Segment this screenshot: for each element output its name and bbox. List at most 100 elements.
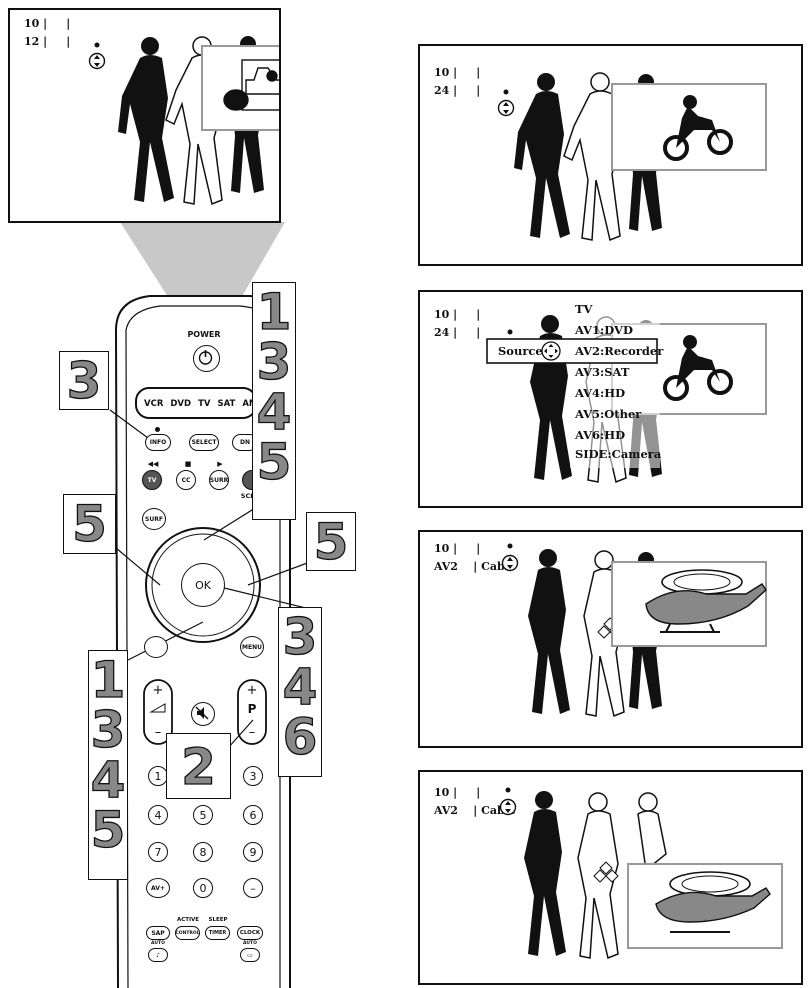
- digit-9[interactable]: 9: [243, 842, 263, 862]
- auto-label-1: AUTO: [151, 941, 165, 946]
- navigation-icon: [88, 36, 279, 206]
- tv-button[interactable]: TV: [142, 470, 162, 490]
- step-number: 1: [90, 651, 126, 709]
- step-number: 6: [282, 708, 318, 766]
- dash-button[interactable]: –: [243, 878, 263, 898]
- mute-button[interactable]: [191, 702, 215, 726]
- source-item-side[interactable]: SIDE:Camera: [575, 447, 662, 461]
- osd-line-1: 10 | |: [434, 786, 481, 799]
- power-button[interactable]: [193, 345, 220, 372]
- mute-icon: [195, 706, 209, 720]
- osd-line-2: 24 | |: [434, 84, 481, 97]
- power-label: POWER: [187, 330, 221, 339]
- volume-down[interactable]: –: [154, 725, 162, 740]
- step-number: 5: [90, 801, 126, 859]
- volume-up[interactable]: +: [152, 683, 164, 698]
- tv-key[interactable]: TV: [198, 399, 211, 409]
- digit-5[interactable]: 5: [193, 805, 213, 825]
- osd-line-2: 12 | |: [24, 35, 71, 48]
- auto-label-2: AUTO: [243, 941, 257, 946]
- osd-line-1: 10 | |: [434, 66, 481, 79]
- digit-0[interactable]: 0: [193, 878, 213, 898]
- step-info: 3: [59, 351, 109, 410]
- step-number: 1: [256, 283, 292, 341]
- info-button[interactable]: INFO: [145, 434, 171, 451]
- helicopter-scene-corner: [499, 787, 783, 960]
- sleep-timer-button[interactable]: TIMER: [205, 926, 230, 940]
- menu-scene: [486, 300, 767, 484]
- source-item-av5[interactable]: AV5:Other: [575, 407, 642, 421]
- source-item-tv[interactable]: TV: [575, 302, 593, 316]
- sap-button[interactable]: SAP: [146, 926, 170, 940]
- step-number: 3: [90, 701, 126, 759]
- step-ok-column: 3 4 6: [278, 607, 322, 777]
- av-plus-button[interactable]: AV+: [146, 878, 170, 898]
- ok-button[interactable]: OK: [181, 563, 225, 607]
- step-number: 3: [256, 333, 292, 391]
- source-item-av1[interactable]: AV1:DVD: [575, 323, 633, 337]
- surf-button[interactable]: SURF: [142, 508, 166, 530]
- step-down-column: 1 3 4 5: [88, 650, 128, 880]
- dn-button[interactable]: DN: [232, 434, 258, 451]
- source-item-av3[interactable]: AV3:SAT: [575, 365, 630, 379]
- source-key-row: VCR DVD TV SAT AM: [144, 399, 258, 409]
- step-program: 2: [166, 733, 231, 799]
- surr-button[interactable]: SURR: [209, 470, 229, 490]
- scr-label: SCR: [240, 492, 256, 500]
- play-icon: ▶: [217, 460, 223, 468]
- step-left-arrow: 5: [63, 494, 116, 554]
- power-icon: [199, 350, 213, 366]
- tv-screen-main: 10 | | 12 | |: [8, 8, 281, 223]
- info-led-dot: [155, 427, 160, 432]
- clock-button[interactable]: CLOCK: [237, 926, 263, 940]
- program-down[interactable]: –: [248, 725, 256, 740]
- step-number: 4: [256, 383, 292, 441]
- digit-4[interactable]: 4: [148, 805, 168, 825]
- active-label: ACTIVE: [176, 917, 200, 923]
- stop-icon: ■: [184, 460, 192, 468]
- left-button-fragment[interactable]: [144, 636, 168, 658]
- osd-line-1: 10 | |: [24, 17, 71, 30]
- step-number: 4: [90, 751, 126, 809]
- source-item-av6[interactable]: AV6:HD: [575, 428, 626, 442]
- auto-sound-button[interactable]: ♪: [148, 948, 168, 962]
- active-control-button[interactable]: CONTROL: [175, 926, 200, 940]
- am-key[interactable]: AM: [242, 399, 258, 409]
- digit-1[interactable]: 1: [148, 766, 168, 786]
- osd-line-2: 24 | |: [434, 326, 481, 339]
- digit-7[interactable]: 7: [148, 842, 168, 862]
- tv-screen-source-menu: 10 | | 24 | | Source TV AV1:DVD AV2:Reco…: [418, 290, 803, 508]
- osd-line-1: 10 | |: [434, 542, 481, 555]
- step-number: 4: [282, 658, 318, 716]
- dvd-key[interactable]: DVD: [170, 399, 192, 409]
- program-label: P: [247, 702, 257, 716]
- step-right-arrow: 5: [306, 512, 356, 571]
- digit-6[interactable]: 6: [243, 805, 263, 825]
- note-icon: ♪: [156, 951, 160, 959]
- cc-button[interactable]: CC: [176, 470, 196, 490]
- program-up[interactable]: +: [246, 683, 258, 698]
- step-column-right: 1 3 4 5: [252, 282, 296, 520]
- tv-screen-step-a: 10 | | 24 | |: [418, 44, 803, 266]
- digit-8[interactable]: 8: [193, 842, 213, 862]
- motorbike-image: [663, 95, 733, 161]
- pip-scene: [497, 72, 767, 242]
- tv-screen-step-d: 10 | | AV2 | Cable: [418, 770, 803, 985]
- source-item-av2-selected[interactable]: AV2:Recorder: [575, 344, 664, 358]
- vcr-key[interactable]: VCR: [144, 399, 164, 409]
- source-item-av4[interactable]: AV4:HD: [575, 386, 626, 400]
- digit-3[interactable]: 3: [243, 766, 263, 786]
- source-label: Source: [498, 344, 543, 358]
- race-car-image: [223, 59, 279, 111]
- sat-key[interactable]: SAT: [217, 399, 236, 409]
- step-number: 5: [256, 433, 292, 491]
- select-button[interactable]: SELECT: [189, 434, 219, 451]
- rewind-icon: ◀◀: [147, 460, 159, 468]
- screen-icon: ▭: [247, 951, 253, 959]
- helicopter-image: [645, 569, 767, 633]
- menu-button[interactable]: MENU: [240, 636, 264, 658]
- auto-picture-button[interactable]: ▭: [240, 948, 260, 962]
- step-number: 3: [282, 608, 318, 666]
- helicopter-scene: [501, 543, 767, 718]
